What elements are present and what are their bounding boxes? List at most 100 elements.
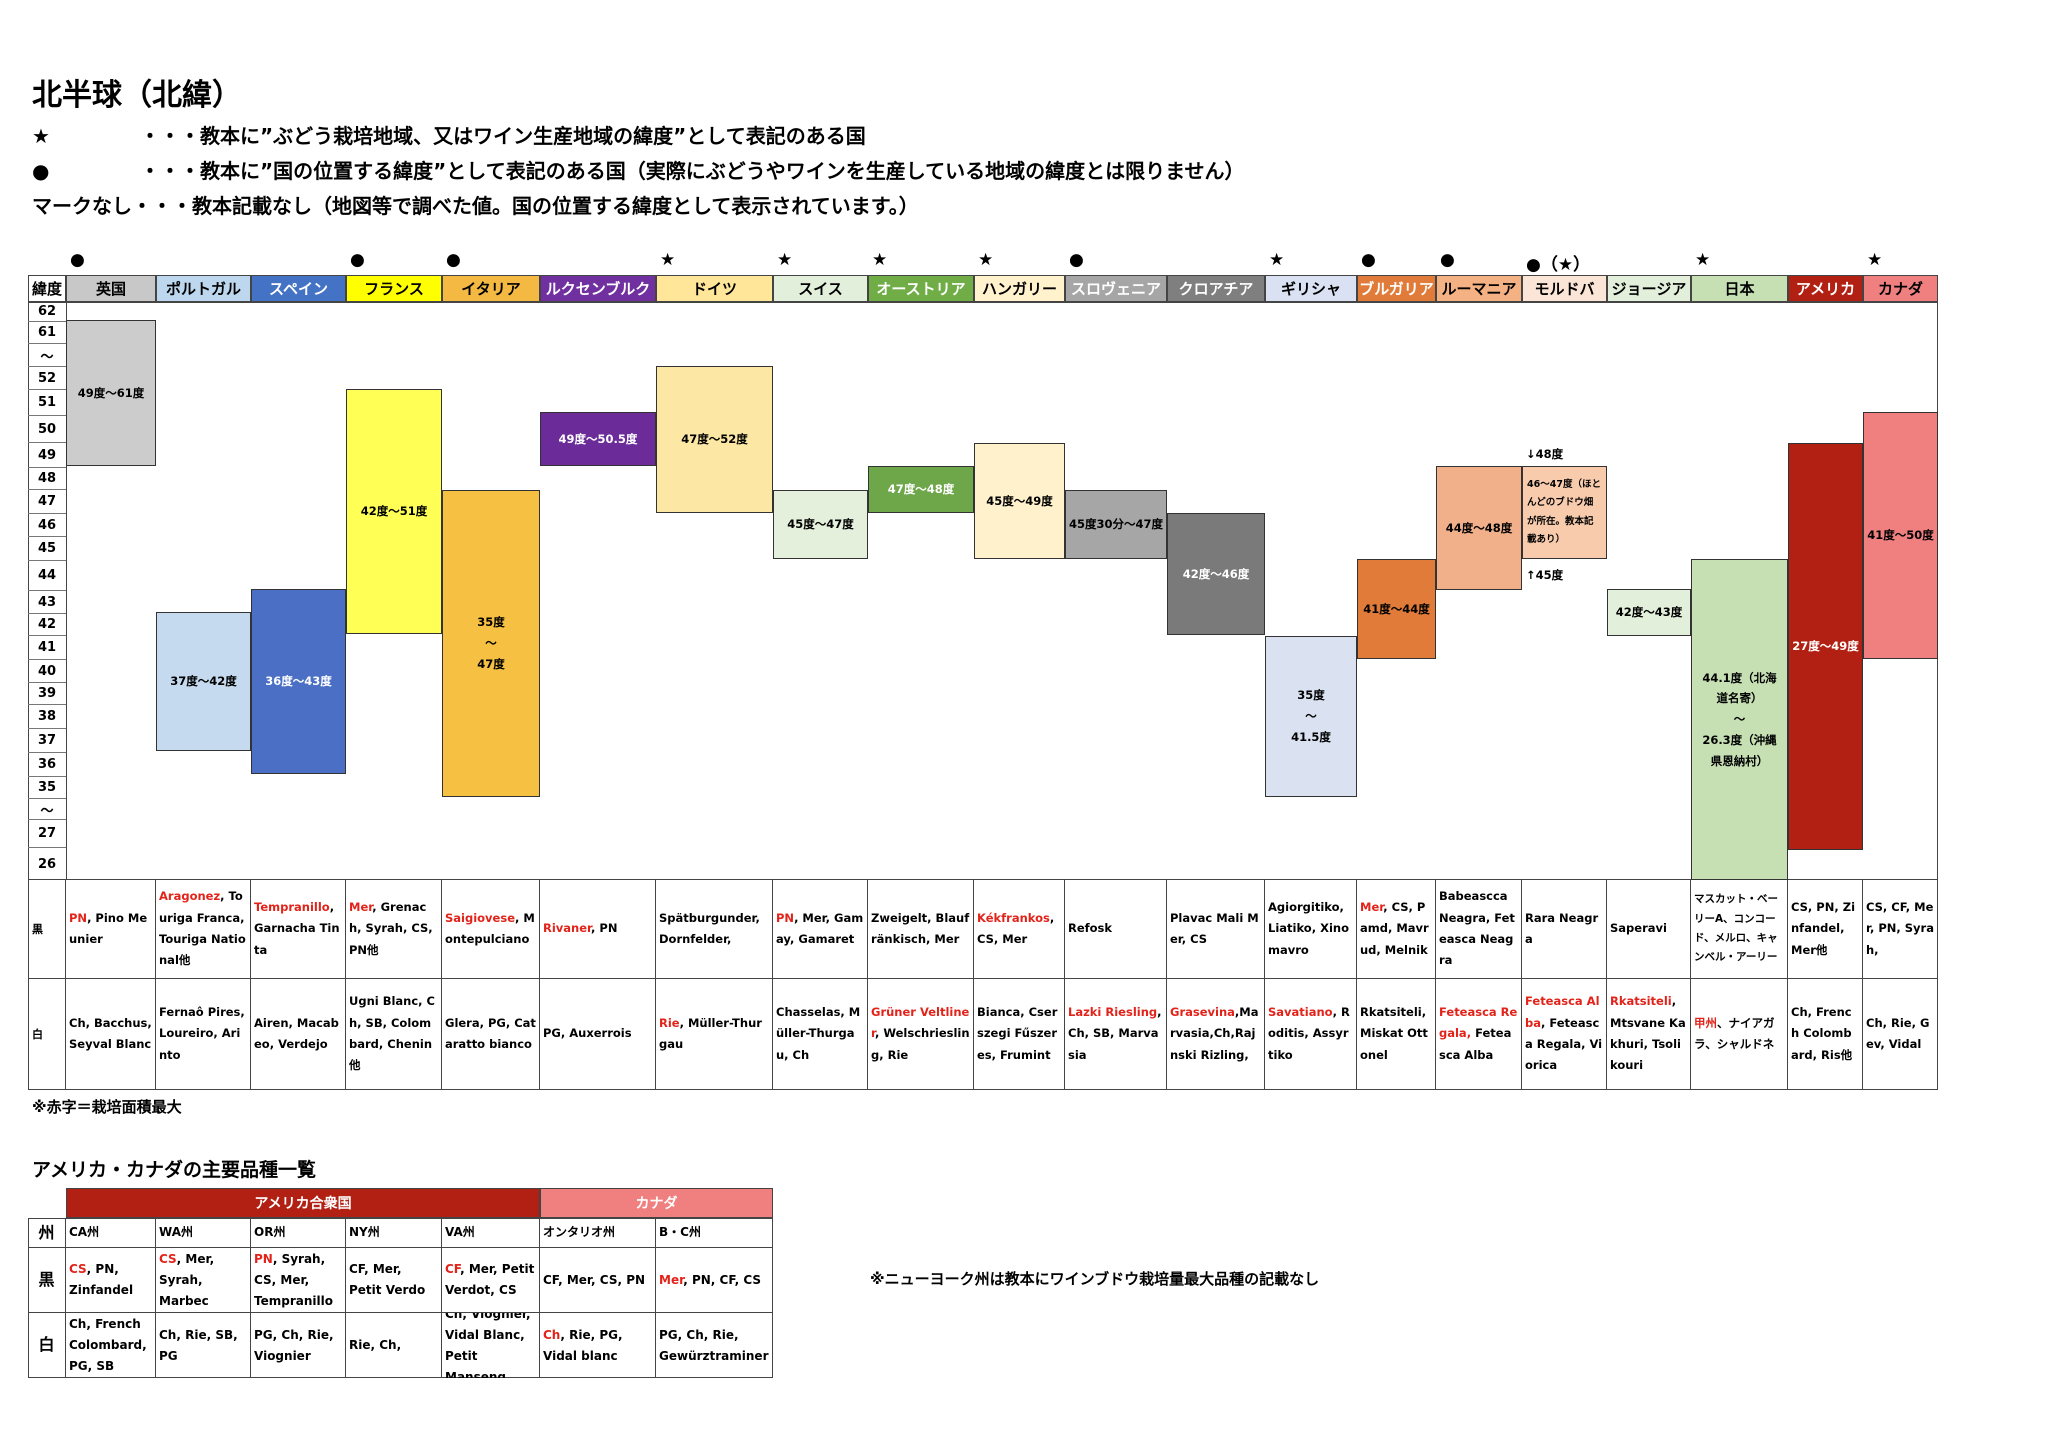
white-variety-cell: Bianca, Cserszegi Fűszeres, Frumint (974, 978, 1065, 1090)
state-header: CA州 (66, 1218, 156, 1248)
white-variety: Airen, Macabeo, Verdejo (254, 1013, 342, 1056)
variety-text: , Mer, Gamay, Gamaret (776, 910, 864, 946)
red-variety-cell: Rara Neagra (1522, 880, 1607, 978)
white-variety: Ch, Bacchus, Seyval Blanc (69, 1013, 152, 1056)
lat-label: 35 (28, 777, 66, 799)
sub-white-cell: Ch, Viognier, Vidal Blanc, Petit Manseng (442, 1313, 540, 1378)
white-variety-cell: Glera, PG, Cataratto bianco (442, 978, 540, 1090)
star-icon: ★ (1867, 250, 1883, 270)
country-header: ブルガリア (1357, 275, 1436, 302)
sub-red-cell: CF, Mer, Petit Verdo (346, 1248, 442, 1313)
sub-row-label: 黒 (28, 1248, 66, 1313)
red-variety: CS, CF, Mer, PN, Syrah, (1866, 897, 1934, 961)
lat-label: 27 (28, 820, 66, 848)
variety-text: Rkatsiteli, Miskat Ottonel (1360, 1005, 1428, 1062)
legend-row: マークなし・・・教本記載なし（地図等で調べた値。国の位置する緯度として表示されて… (32, 190, 919, 219)
lat-label: 43 (28, 591, 66, 614)
white-variety: Ch, Rie, Gev, Vidal (1866, 1013, 1934, 1056)
white-variety: Fernaô Pires, Loureiro, Arinto (159, 1002, 247, 1066)
circle-icon: ● (1440, 250, 1455, 270)
variety-text: , Mtsvane Kakhuri, Tsolikouri (1610, 994, 1686, 1073)
sub-red-cell: PN, Syrah, CS, Mer, Tempranillo (251, 1248, 346, 1313)
latitude-band: 44度〜48度 (1436, 466, 1522, 590)
circle-icon: ● (446, 250, 461, 270)
latitude-band: 45度30分〜47度 (1065, 490, 1167, 559)
country-header: ルクセンブルク (540, 275, 656, 302)
white-variety: Feteasca Alba, Feteasca Regala, Viorica (1525, 991, 1603, 1076)
latitude-band: 49度〜50.5度 (540, 412, 656, 466)
circle-icon: ● (70, 250, 85, 270)
variety-text: Mer (1360, 900, 1384, 915)
variety-text: , Müller-Thurgau (659, 1015, 762, 1051)
country-header: ギリシャ (1265, 275, 1357, 302)
country-header: イタリア (442, 275, 540, 302)
moldova-top-note: ↓48度 (1526, 447, 1564, 461)
variety-text: Spätburgunder, Dornfelder, (659, 910, 760, 946)
country-header: カナダ (1863, 275, 1938, 302)
variety-text: Saperavi (1610, 921, 1667, 936)
country-header: ドイツ (656, 275, 773, 302)
variety-text: PN (254, 1251, 273, 1266)
sub-red-variety: CS, PN, Zinfandel (69, 1259, 152, 1301)
red-variety-cell: Zweigelt, Blaufränkisch, Mer (868, 880, 974, 978)
red-variety-cell: Kékfrankos, CS, Mer (974, 880, 1065, 978)
red-variety: Spätburgunder, Dornfelder, (659, 908, 769, 951)
sub-red-variety: Mer, PN, CF, CS (659, 1270, 761, 1291)
sub-white-cell: Ch, French Colombard, PG, SB (66, 1313, 156, 1378)
variety-text: Ch, French Colombard, Ris他 (1791, 1005, 1853, 1062)
lat-label: 62 (28, 302, 66, 322)
latitude-band: 49度〜61度 (66, 320, 156, 466)
variety-text: Rie, Ch, (349, 1338, 402, 1352)
state-header: NY州 (346, 1218, 442, 1248)
latitude-band: 36度〜43度 (251, 589, 346, 774)
variety-text: Refosk (1068, 921, 1113, 936)
lat-label: 36 (28, 753, 66, 777)
white-variety: Glera, PG, Cataratto bianco (445, 1013, 536, 1056)
lat-label: 〜 (28, 799, 66, 820)
latitude-band: 37度〜42度 (156, 612, 251, 751)
white-variety-cell: 甲州、ナイアガラ、シャルドネ (1691, 978, 1788, 1090)
sub-white-variety: Ch, French Colombard, PG, SB (69, 1314, 152, 1377)
variety-text: , Pino Meunier (69, 910, 148, 946)
red-variety: Saperavi (1610, 918, 1667, 939)
latitude-band: 47度〜48度 (868, 466, 974, 513)
red-variety: Tempranillo, Garnacha Tinta (254, 897, 342, 961)
white-variety: Rkatsiteli, Mtsvane Kakhuri, Tsolikouri (1610, 991, 1687, 1076)
variety-text: Mer (349, 900, 373, 915)
legend-mark: マークなし (32, 194, 132, 218)
variety-text: Ch, Viognier, Vidal Blanc, Petit Manseng (445, 1313, 531, 1378)
red-variety: Mer, Grenach, Syrah, CS, PN他 (349, 897, 438, 961)
country-header: フランス (346, 275, 442, 302)
sub-red-variety: PN, Syrah, CS, Mer, Tempranillo (254, 1249, 342, 1312)
white-variety-cell: Chasselas, Müller-Thurgau, Ch (773, 978, 868, 1090)
white-variety-cell: Fernaô Pires, Loureiro, Arinto (156, 978, 251, 1090)
red-variety-cell: Plavac Mali Mer, CS (1167, 880, 1265, 978)
sub-red-cell: CS, Mer, Syrah, Marbec (156, 1248, 251, 1313)
red-variety: マスカット・ベーリーA、コンコード、メルロ、キャンベル・アーリー (1694, 890, 1784, 968)
latitude-band: 27度〜49度 (1788, 443, 1863, 850)
lat-label: 47 (28, 490, 66, 514)
variety-text: PG, Ch, Rie, Gewürztraminer (659, 1327, 769, 1363)
red-variety-cell: PN, Mer, Gamay, Gamaret (773, 880, 868, 978)
red-variety-cell: Tempranillo, Garnacha Tinta (251, 880, 346, 978)
variety-text: PN (776, 910, 795, 925)
circle-icon: ● (1069, 250, 1084, 270)
red-variety-cell: マスカット・ベーリーA、コンコード、メルロ、キャンベル・アーリー (1691, 880, 1788, 978)
legend-text: ・・・教本に”ぶどう栽培地域、又はワイン生産地域の緯度”として表記のある国 (140, 124, 866, 148)
star-icon: ★ (660, 250, 676, 270)
legend-row: ★・・・教本に”ぶどう栽培地域、又はワイン生産地域の緯度”として表記のある国 (32, 120, 866, 149)
white-variety-cell: Savatiano, Roditis, Assyrtiko (1265, 978, 1357, 1090)
variety-text: ,Marvasia,Ch,Rajnski Rizling, (1170, 1005, 1259, 1062)
variety-text: CS (159, 1251, 177, 1266)
lat-label: 50 (28, 416, 66, 443)
white-variety-cell: Grasevina,Marvasia,Ch,Rajnski Rizling, (1167, 978, 1265, 1090)
state-header: B・C州 (656, 1218, 773, 1248)
red-variety-cell: CS, CF, Mer, PN, Syrah, (1863, 880, 1938, 978)
latitude-band: 42度〜43度 (1607, 589, 1691, 636)
latitude-band: 45度〜49度 (974, 443, 1065, 559)
country-header: ポルトガル (156, 275, 251, 302)
star-icon: ★ (1695, 250, 1711, 270)
country-header: モルドバ (1522, 275, 1607, 302)
row-label-red: 黒 (28, 880, 66, 978)
footnote: ※赤字＝栽培面積最大 (32, 1098, 182, 1116)
